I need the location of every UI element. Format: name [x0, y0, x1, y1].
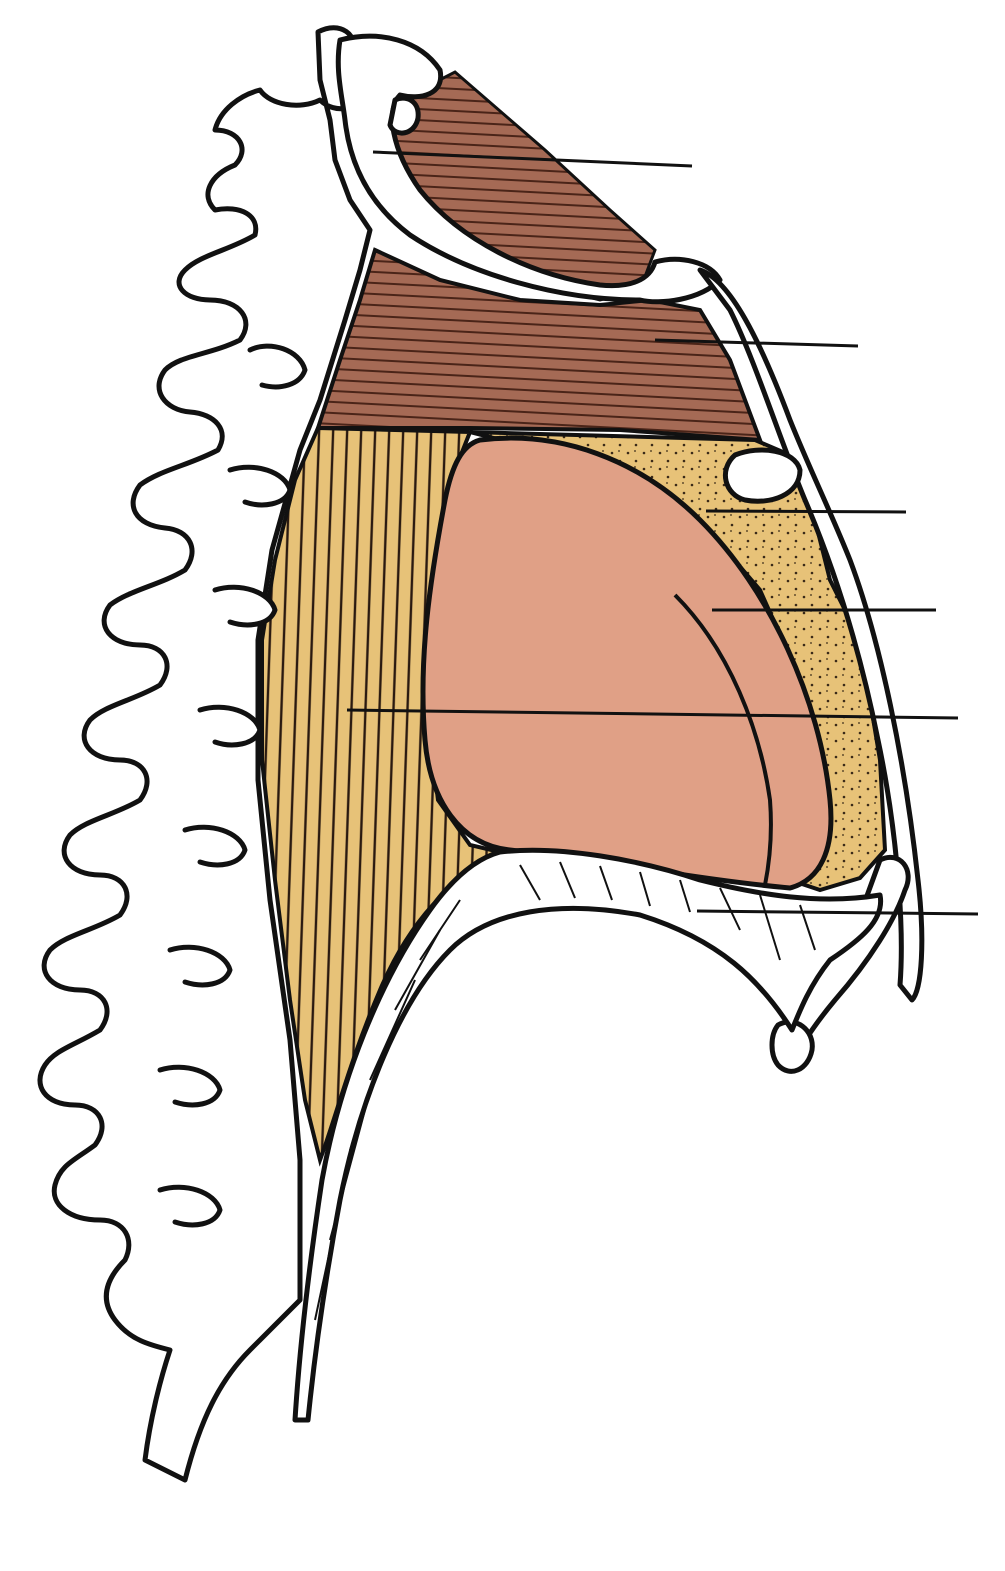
first-rib-head	[387, 95, 421, 136]
vertebral-column	[37, 25, 383, 1483]
leader-line-2	[654, 338, 859, 348]
leader-lines	[346, 150, 979, 916]
leader-line-3	[705, 509, 907, 514]
leader-line-5	[346, 708, 959, 720]
leader-line-1	[372, 150, 693, 168]
heart-inner-contour	[673, 593, 773, 886]
superior-mediastinum-lower-region	[315, 247, 763, 443]
rib-end	[769, 1019, 815, 1074]
diaphragm	[292, 847, 884, 1423]
heart-middle-mediastinum	[420, 435, 834, 891]
costal-cartilage	[723, 447, 803, 504]
leader-line-6	[696, 909, 979, 916]
sternum	[697, 267, 925, 1003]
